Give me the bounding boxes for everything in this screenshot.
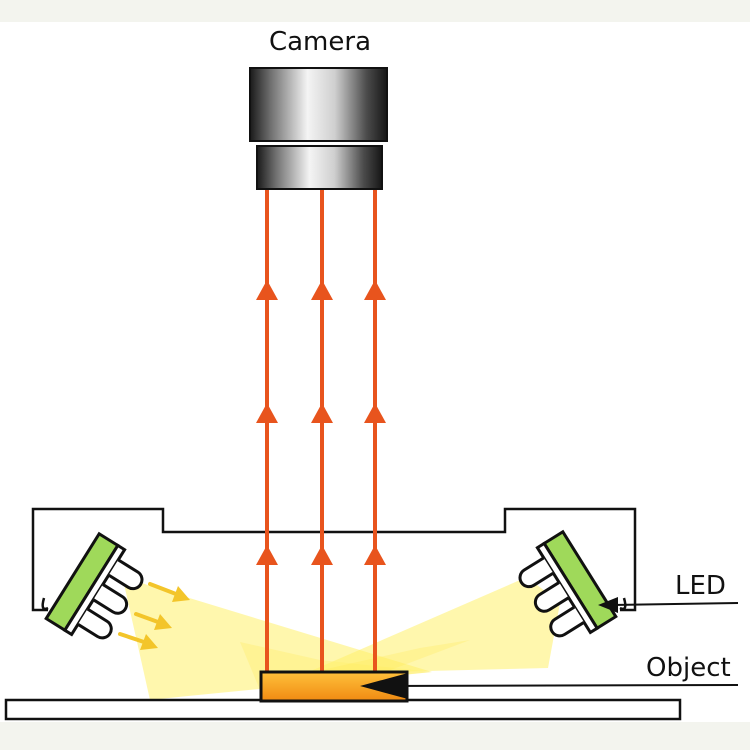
ray-arrow bbox=[364, 545, 386, 565]
object-leader bbox=[371, 684, 739, 687]
ray-arrow bbox=[256, 280, 278, 300]
ray-arrow bbox=[311, 280, 333, 300]
ray-arrow bbox=[256, 545, 278, 565]
reflected-rays bbox=[265, 188, 377, 676]
stage-plate bbox=[4, 698, 682, 721]
light-cone-right bbox=[304, 577, 560, 674]
ray-arrow bbox=[364, 280, 386, 300]
led-bracket-right bbox=[619, 597, 627, 611]
ring-light-housing bbox=[31, 507, 637, 612]
led-module-right bbox=[518, 529, 618, 638]
ray-arrow bbox=[364, 403, 386, 423]
ray-arrow bbox=[256, 403, 278, 423]
object-label: Object bbox=[646, 653, 731, 683]
camera-label: Camera bbox=[269, 27, 371, 57]
led-bracket-left bbox=[41, 597, 49, 611]
led-leader-arrowhead bbox=[598, 597, 618, 613]
led-module-left bbox=[44, 531, 144, 640]
ray-arrow bbox=[311, 545, 333, 565]
camera-lens bbox=[256, 145, 383, 190]
light-cone-right-overlap bbox=[304, 640, 470, 674]
object-leader-arrowhead bbox=[360, 673, 408, 699]
light-arrows-left bbox=[118, 582, 190, 650]
camera-icon bbox=[249, 67, 388, 190]
leader-lines bbox=[371, 602, 739, 687]
camera-body bbox=[249, 67, 388, 142]
led-label: LED bbox=[675, 571, 726, 601]
ray-arrow bbox=[311, 403, 333, 423]
led-leader bbox=[611, 602, 739, 606]
ray-arrowheads bbox=[256, 280, 386, 565]
